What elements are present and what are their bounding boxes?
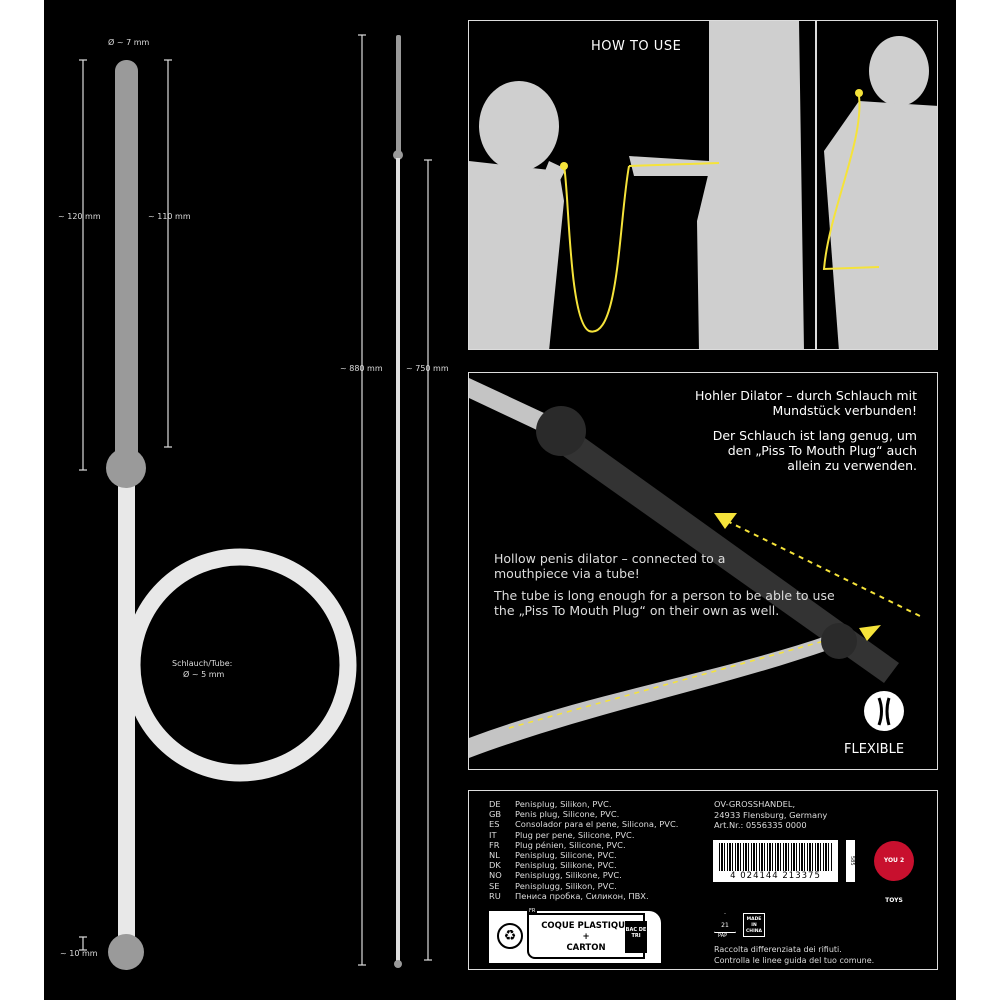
pap-label: PAP bbox=[718, 933, 728, 939]
flexible-icon bbox=[864, 691, 904, 731]
triman-line1: COQUE PLASTIQUE bbox=[541, 921, 631, 931]
length-880-label: ~ 880 mm bbox=[340, 364, 383, 373]
triman-label: ♻ COQUE PLASTIQUE + CARTON FR BAC DE TRI bbox=[489, 908, 661, 963]
how-to-use-title: HOW TO USE bbox=[591, 39, 682, 54]
recycling-note-1: Raccolta differenziata dei rifiuti. bbox=[714, 945, 842, 954]
small-code: 585 bbox=[846, 840, 855, 882]
product-dimension-drawing bbox=[79, 34, 432, 970]
recycling-note-2: Controlla le linee guida del tuo comune. bbox=[714, 956, 875, 965]
plug-shaft bbox=[115, 60, 138, 470]
description-de-2: Der Schlauch ist lang genug, um den „Pis… bbox=[712, 428, 917, 473]
triman-plus: + bbox=[582, 932, 590, 942]
company-name: OV-GROSSHANDEL, bbox=[714, 799, 796, 809]
description-de-1: Hohler Dilator – durch Schlauch mit Mund… bbox=[695, 388, 917, 418]
tube-coil bbox=[123, 548, 357, 782]
tube bbox=[118, 470, 135, 940]
article-number: Art.Nr.: 0556335 0000 bbox=[714, 820, 807, 830]
ball-size-label: ~ 10 mm bbox=[60, 949, 98, 958]
mouthpiece-ball bbox=[108, 934, 144, 970]
bin-icon: BAC DE TRI bbox=[625, 921, 647, 953]
recycle-triangle-icon: 21 bbox=[714, 913, 736, 933]
barcode: 4 024144 213375 bbox=[713, 840, 838, 882]
barcode-number: 4 024144 213375 bbox=[730, 871, 821, 881]
length-120-label: ~ 120 mm bbox=[58, 212, 101, 221]
length-110-label: ~ 110 mm bbox=[148, 212, 191, 221]
fr-tag: FR bbox=[527, 908, 538, 914]
usage-illustration bbox=[469, 21, 937, 349]
triman-icon: ♻ bbox=[497, 923, 523, 949]
description-en-2: The tube is long enough for a person to … bbox=[494, 588, 835, 618]
tube-diameter-label: Ø ~ 5 mm bbox=[183, 670, 225, 679]
description-en-1: Hollow penis dilator – connected to a mo… bbox=[494, 551, 726, 581]
length-750-label: ~ 750 mm bbox=[406, 364, 449, 373]
made-in-china: MADE IN CHINA bbox=[743, 913, 765, 937]
how-to-use-panel: HOW TO USE bbox=[468, 20, 938, 350]
company-address: 24933 Flensburg, Germany bbox=[714, 809, 828, 820]
description-panel: Hohler Dilator – durch Schlauch mit Mund… bbox=[468, 372, 938, 770]
brand-logo: YOU 2 TOYS bbox=[874, 841, 914, 904]
triman-line2: CARTON bbox=[566, 943, 606, 953]
diameter-label: Ø ~ 7 mm bbox=[108, 38, 150, 47]
flexible-label: FLEXIBLE bbox=[844, 742, 905, 757]
product-closeup bbox=[469, 378, 925, 758]
plug-ball bbox=[106, 448, 146, 488]
tube-label: Schlauch/Tube: bbox=[172, 659, 233, 668]
company-info: OV-GROSSHANDEL, 24933 Flensburg, Germany… bbox=[714, 799, 827, 831]
